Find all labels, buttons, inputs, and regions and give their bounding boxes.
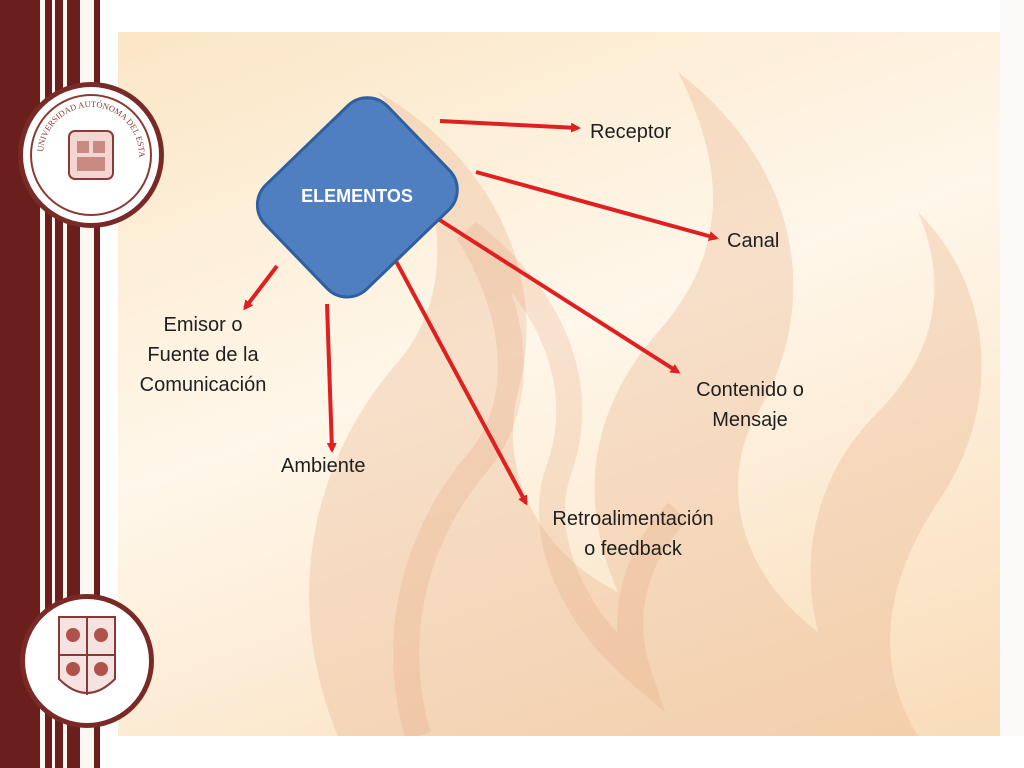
- arrow-ambiente: [325, 303, 337, 453]
- bottom-strip: [100, 736, 1024, 768]
- center-node: [255, 96, 459, 299]
- band-stripe: [63, 0, 67, 768]
- node-retro-line: Retroalimentación: [552, 508, 714, 530]
- right-strip: [1000, 0, 1024, 768]
- arrow-canal: [475, 170, 719, 241]
- arrow-receptor: [439, 119, 581, 133]
- arrow-emisor: [243, 264, 279, 311]
- icea-crest-icon: [20, 594, 154, 728]
- node-contenido-line: Mensaje: [712, 409, 788, 431]
- node-retro-line: o feedback: [584, 538, 682, 560]
- content-panel: [118, 32, 1000, 736]
- arrow-retro: [388, 249, 528, 506]
- node-emisor-line: Fuente de la: [147, 344, 259, 366]
- node-ambiente: Ambiente: [281, 455, 366, 477]
- arrow-contenido: [433, 215, 681, 374]
- band-stripe: [40, 0, 45, 768]
- node-emisor: Emisor o Fuente de la Comunicación: [118, 310, 288, 400]
- node-receptor: Receptor: [590, 121, 672, 143]
- university-seal-icon: UNIVERSIDAD AUTÓNOMA DEL ESTADO DE HIDAL…: [18, 82, 164, 228]
- node-emisor-line: Emisor o: [163, 314, 243, 336]
- center-node-label: ELEMENTOS: [301, 186, 413, 206]
- band-stripe: [52, 0, 55, 768]
- node-emisor-line: Comunicación: [139, 374, 267, 396]
- node-contenido-line: Contenido o: [696, 379, 804, 401]
- node-canal: Canal: [727, 230, 780, 252]
- node-retroalimentacion: Retroalimentación o feedback: [528, 504, 738, 564]
- node-contenido: Contenido o Mensaje: [670, 375, 830, 435]
- background-flame-watermark: [309, 72, 982, 736]
